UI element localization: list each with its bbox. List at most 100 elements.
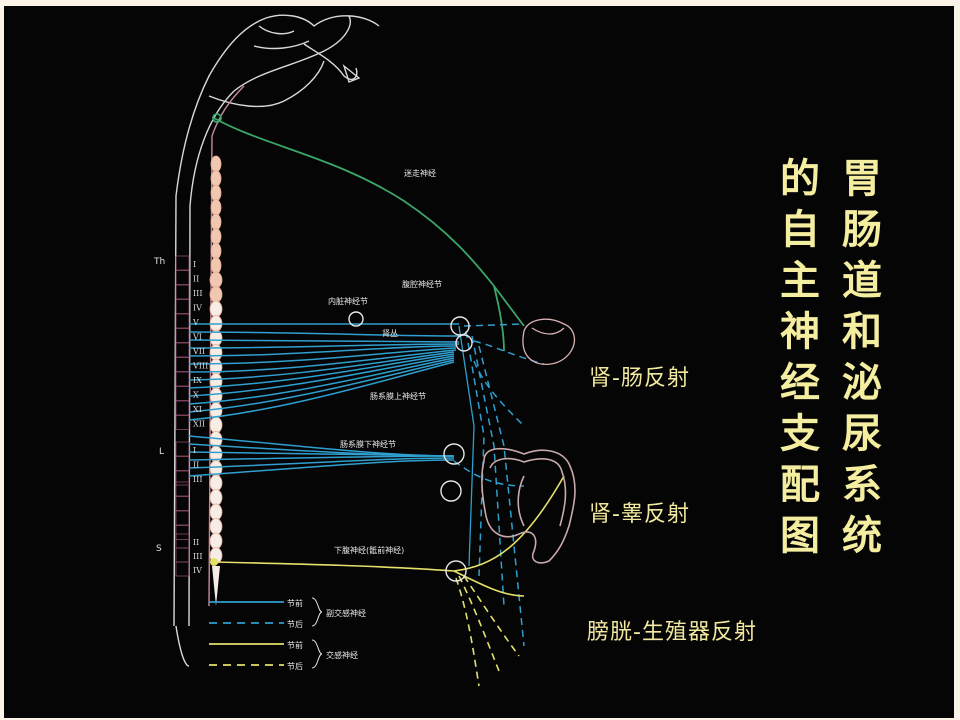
vagus-nerve-label: 迷走神经 <box>404 168 436 178</box>
title-char: 尿 <box>842 411 882 457</box>
segment-label: VII <box>192 347 205 356</box>
spinal-segment <box>209 532 223 550</box>
legend-symp-post: 节后 <box>287 661 303 671</box>
segment-box <box>175 284 190 300</box>
parasympathetic-fibers <box>188 323 545 647</box>
segment-label: VIII <box>192 362 208 371</box>
spinal-segment <box>210 242 222 260</box>
segment-label: VI <box>192 333 202 342</box>
celiac-ganglion-label: 腹腔神经节 <box>402 279 442 289</box>
sympathetic-fibers <box>213 475 565 687</box>
title-char: 肠 <box>842 207 882 253</box>
segment-label: XI <box>193 405 202 414</box>
pink-cord-line <box>208 85 245 607</box>
title-char: 支 <box>780 411 820 457</box>
segment-box <box>175 456 190 471</box>
spinal-segment <box>210 228 222 245</box>
segment-box <box>175 510 190 526</box>
title-column-right: 胃肠道和泌尿系统 <box>837 154 887 562</box>
segment-label: I <box>193 446 196 455</box>
title-char: 系 <box>842 462 882 508</box>
splanchnic-ganglion-label: 内脏神经节 <box>328 296 368 306</box>
segment-box <box>175 547 190 563</box>
diagram-canvas: 迷走神经 腹腔神经节 内脏神经节 肾丛 肠系膜上神经节 肠系膜下神经节 下腹神经… <box>4 6 954 718</box>
segment-boxes <box>175 255 190 577</box>
title-char: 图 <box>780 513 820 559</box>
segment-label: V <box>192 318 199 327</box>
segment-box <box>175 496 190 511</box>
inferior-mesenteric-ganglion-label: 肠系膜下神经节 <box>340 439 396 449</box>
segment-box <box>175 400 190 416</box>
spinal-segment <box>210 184 222 202</box>
segment-box <box>175 415 190 430</box>
segment-box <box>175 357 190 372</box>
title-char: 统 <box>842 513 882 559</box>
spinal-segment <box>209 344 223 361</box>
segment-label: I <box>193 260 196 269</box>
segment-label: III <box>193 289 202 298</box>
segment-box <box>175 342 190 358</box>
segment-box <box>175 561 190 577</box>
spinal-segment <box>209 271 223 289</box>
segment-label: IV <box>193 566 202 575</box>
spinal-segment <box>209 503 223 521</box>
vagus-nerve-line <box>212 113 525 352</box>
renal-plexus-label: 肾丛 <box>382 328 398 338</box>
spinal-segment <box>210 155 222 173</box>
spinal-segment <box>210 199 222 216</box>
segment-box <box>175 386 190 401</box>
segment-label: II <box>193 538 199 547</box>
hypogastric-nerve-label: 下腹神经(骶前神经) <box>334 545 404 555</box>
spinal-segment <box>210 170 222 187</box>
cord-tail <box>212 566 220 606</box>
title-char: 和 <box>842 309 882 355</box>
title-column-left: 的自主神经支配图 <box>775 154 825 562</box>
segment-box <box>175 255 190 271</box>
legend-para-pre: 节前 <box>287 598 303 608</box>
segment-label: IX <box>193 376 202 385</box>
nerve-diagram: 迷走神经 腹腔神经节 内脏神经节 肾丛 肠系膜上神经节 肠系膜下神经节 下腹神经… <box>153 14 576 687</box>
title-char: 道 <box>842 258 882 304</box>
legend-para-post: 节后 <box>287 619 303 629</box>
reflex-renal-testicular: 肾-睾反射 <box>589 502 690 527</box>
title-char: 自 <box>780 207 820 253</box>
title-char: 经 <box>780 360 820 406</box>
title-char: 主 <box>780 258 820 304</box>
segment-label: III <box>193 552 202 561</box>
title-char: 配 <box>780 462 820 508</box>
segment-box <box>175 328 190 343</box>
segment-box <box>175 371 190 387</box>
spinal-segment <box>209 518 223 535</box>
legend-symp-pre: 节前 <box>287 640 303 650</box>
title-char: 泌 <box>842 360 882 406</box>
reflex-renal-intestinal: 肾-肠反射 <box>589 366 690 391</box>
stomach-outline <box>522 318 576 365</box>
spinal-segment <box>209 300 223 318</box>
spinal-segment <box>210 257 222 274</box>
region-thoracic-label: Th <box>153 257 165 267</box>
spinal-segment <box>209 489 223 506</box>
segment-label: III <box>193 475 202 484</box>
region-lumbar-label: L <box>159 447 164 457</box>
segment-label: II <box>193 275 199 284</box>
spinal-segment <box>209 286 223 303</box>
spinal-segment <box>209 358 223 376</box>
segment-box <box>175 525 190 540</box>
title-char: 的 <box>780 156 820 202</box>
segment-box <box>175 481 190 497</box>
spinal-cord <box>209 155 223 606</box>
reflex-bladder-genital: 膀胱-生殖器反射 <box>587 620 757 645</box>
spinal-segment <box>209 416 223 434</box>
region-sacral-label: S <box>156 544 162 554</box>
segment-label: IV <box>193 304 202 313</box>
segment-label: II <box>193 461 199 470</box>
spinal-segment <box>210 213 222 231</box>
colon-outline <box>481 447 576 564</box>
segment-label: X <box>193 391 199 400</box>
segment-box <box>175 270 190 285</box>
segment-box <box>175 533 190 549</box>
ganglion-markers <box>348 311 473 582</box>
brain-outline <box>173 14 380 667</box>
segment-label: XII <box>193 420 205 429</box>
